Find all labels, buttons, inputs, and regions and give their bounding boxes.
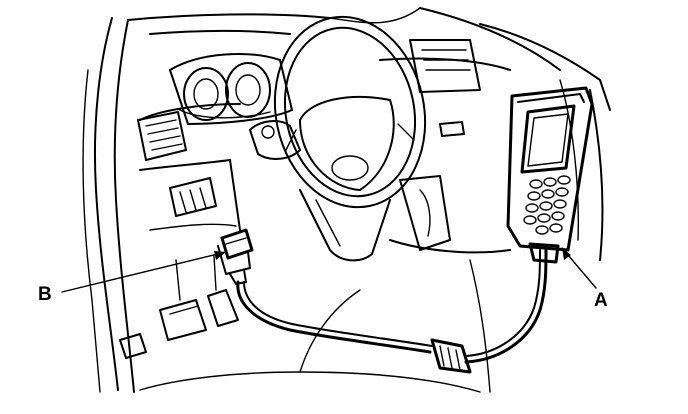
pedals [119, 255, 491, 393]
cable-adapter [430, 338, 472, 374]
steering-wheel [273, 15, 427, 209]
dlc-connector [217, 228, 254, 285]
scan-tool [506, 86, 594, 264]
leader-line-a [561, 247, 597, 289]
scan-tool-keypad [523, 175, 571, 235]
right-side-trim [559, 79, 604, 261]
callout-label-a: A [594, 290, 608, 311]
dashboard-top [127, 7, 611, 121]
leader-line-b [61, 251, 227, 293]
center-console [389, 39, 511, 254]
instrument-cluster [169, 53, 293, 125]
lower-dash-left [139, 159, 241, 231]
left-air-vent [137, 111, 187, 161]
scan-tool-cable [236, 248, 548, 364]
steering-column [249, 120, 391, 262]
a-pillar [82, 17, 135, 393]
callout-label-b: B [38, 284, 52, 305]
